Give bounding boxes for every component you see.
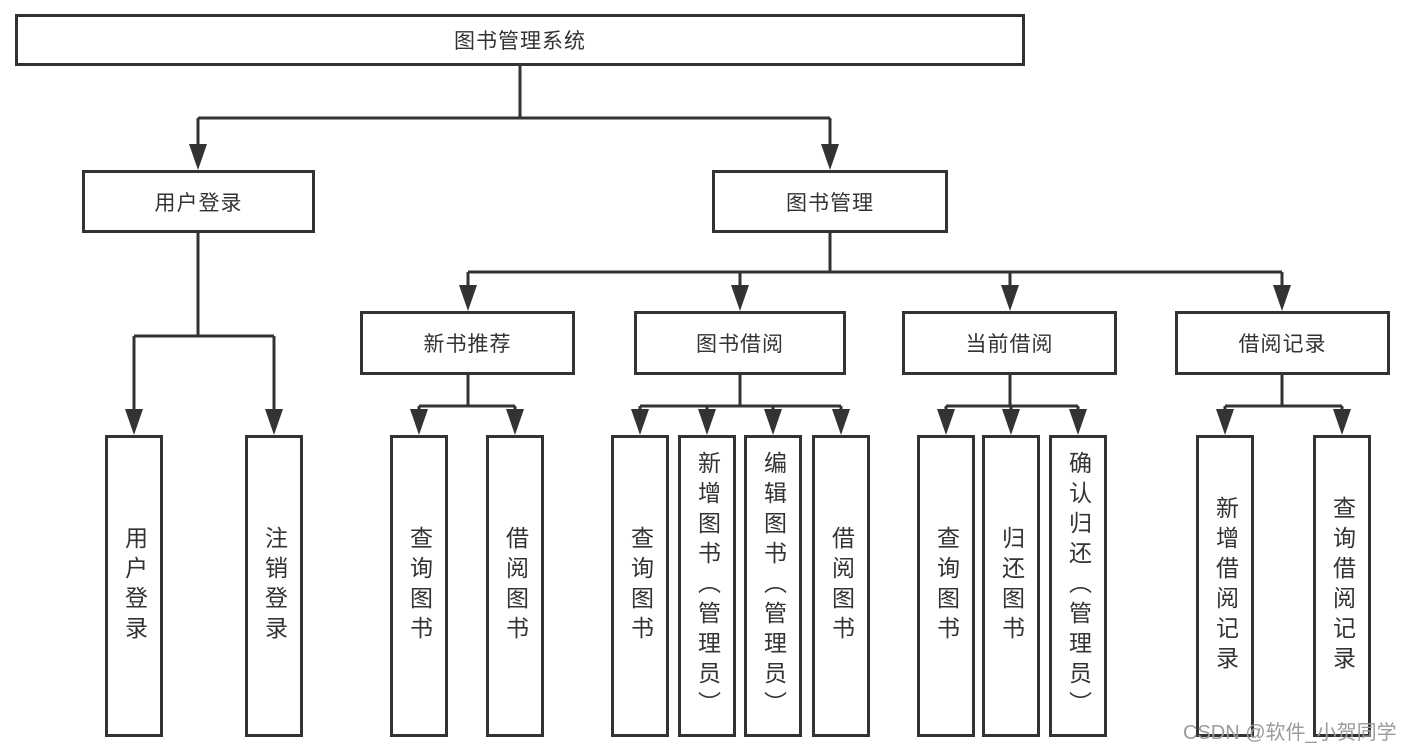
leaf-query-borrow-record: 查询借阅记录 <box>1313 435 1371 737</box>
node-new-book-recommend: 新书推荐 <box>360 311 575 375</box>
leaf-borrow-books-2: 借阅图书 <box>812 435 870 737</box>
leaf-user-login: 用户登录 <box>105 435 163 737</box>
leaf-label: 查询图书 <box>406 526 433 646</box>
leaf-borrow-books-1: 借阅图书 <box>486 435 544 737</box>
leaf-label: 确认归还（管理员） <box>1065 451 1092 721</box>
leaf-edit-books-admin: 编辑图书（管理员） <box>744 435 802 737</box>
leaf-label: 借阅图书 <box>828 526 855 646</box>
leaf-label: 查询图书 <box>933 526 960 646</box>
node-book-borrowing: 图书借阅 <box>634 311 846 375</box>
leaf-query-books-3: 查询图书 <box>917 435 975 737</box>
node-current-borrowing: 当前借阅 <box>902 311 1117 375</box>
node-library-management-system: 图书管理系统 <box>15 14 1025 66</box>
leaf-add-borrow-record: 新增借阅记录 <box>1196 435 1254 737</box>
leaf-label: 查询图书 <box>627 526 654 646</box>
leaf-query-books-2: 查询图书 <box>611 435 669 737</box>
leaf-label: 注销登录 <box>261 526 288 646</box>
leaf-logout: 注销登录 <box>245 435 303 737</box>
node-borrowing-records: 借阅记录 <box>1175 311 1390 375</box>
csdn-watermark: CSDN @软件_小贺同学 <box>1183 722 1397 744</box>
leaf-confirm-return-admin: 确认归还（管理员） <box>1049 435 1107 737</box>
leaf-label: 编辑图书（管理员） <box>760 451 787 721</box>
leaf-label: 查询借阅记录 <box>1329 496 1356 676</box>
leaf-label: 用户登录 <box>121 526 148 646</box>
leaf-label: 归还图书 <box>998 526 1025 646</box>
node-book-management: 图书管理 <box>712 170 948 233</box>
leaf-query-books-1: 查询图书 <box>390 435 448 737</box>
node-user-login: 用户登录 <box>82 170 315 233</box>
leaf-label: 借阅图书 <box>502 526 529 646</box>
leaf-label: 新增借阅记录 <box>1212 496 1239 676</box>
leaf-label: 新增图书（管理员） <box>694 451 721 721</box>
leaf-return-books: 归还图书 <box>982 435 1040 737</box>
leaf-add-books-admin: 新增图书（管理员） <box>678 435 736 737</box>
